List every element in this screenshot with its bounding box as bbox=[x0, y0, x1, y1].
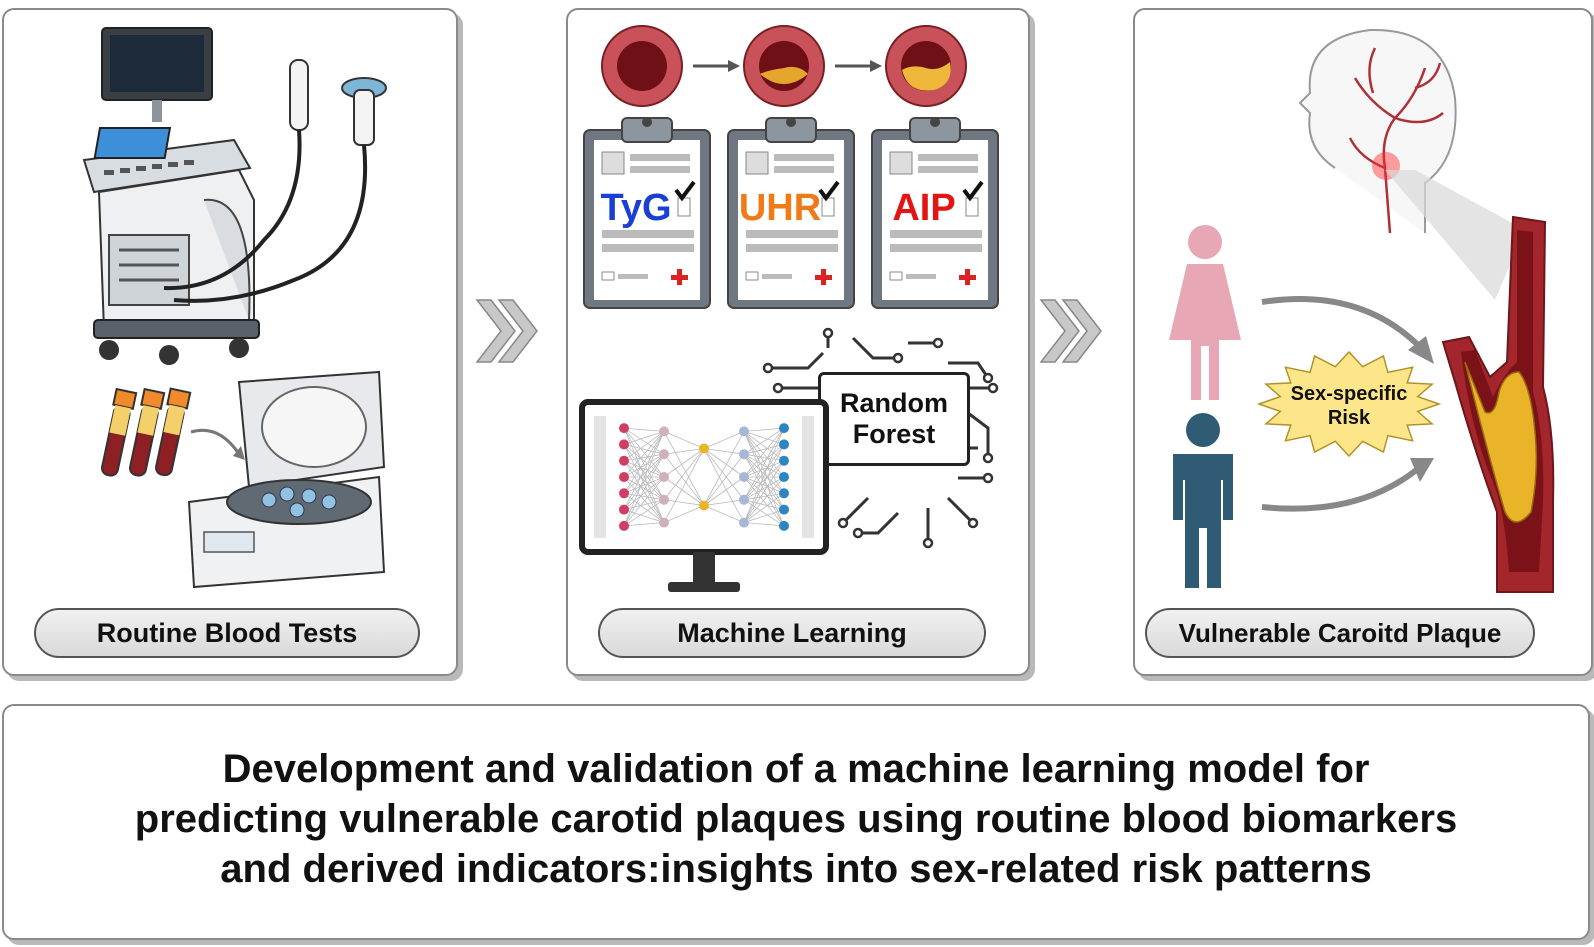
clipboard-tyg: TyG bbox=[583, 117, 711, 309]
arrow-icon bbox=[1261, 458, 1434, 512]
panel-routine-blood-tests: Routine Blood Tests bbox=[2, 8, 458, 676]
nn-node bbox=[659, 517, 669, 528]
nn-node bbox=[779, 423, 789, 434]
title-line2: predicting vulnerable carotid plaques us… bbox=[134, 797, 1458, 841]
burst-line1: Sex-specific bbox=[1290, 383, 1408, 405]
nn-node bbox=[619, 520, 629, 531]
nn-node bbox=[779, 439, 789, 450]
nn-node bbox=[779, 520, 789, 531]
sex-specific-risk-label: Sex-specific Risk bbox=[1257, 382, 1441, 430]
random-forest-box: Random Forest bbox=[818, 372, 970, 466]
chevron-right-icon bbox=[475, 299, 538, 363]
zoom-cone bbox=[1385, 170, 1525, 300]
routine-blood-tests-label: Routine Blood Tests bbox=[34, 608, 420, 658]
biomarker-uhr: UHR bbox=[739, 187, 821, 229]
burst-badge bbox=[1256, 350, 1442, 458]
biomarker-tyg: TyG bbox=[600, 187, 671, 229]
nn-node bbox=[619, 488, 629, 499]
nn-node bbox=[619, 472, 629, 482]
nn-node bbox=[779, 488, 789, 499]
vulnerable-plaque-label: Vulnerable Caroitd Plaque bbox=[1145, 608, 1535, 658]
centrifuge-icon bbox=[187, 370, 386, 589]
nn-node bbox=[659, 449, 669, 460]
nn-node bbox=[739, 494, 749, 505]
nn-node bbox=[779, 504, 789, 515]
arrow-icon bbox=[1261, 296, 1434, 364]
nn-node bbox=[619, 439, 629, 450]
nn-node bbox=[619, 455, 629, 466]
male-figure-icon bbox=[1173, 413, 1233, 588]
nn-node bbox=[619, 504, 629, 515]
burst-line2: Risk bbox=[1327, 407, 1371, 429]
machine-learning-label: Machine Learning bbox=[598, 608, 986, 658]
nn-node bbox=[779, 455, 789, 466]
random-forest-line1: Random bbox=[840, 388, 948, 418]
nn-node bbox=[659, 494, 669, 505]
nn-node bbox=[699, 443, 709, 454]
arrow-icon bbox=[190, 428, 245, 460]
nn-node bbox=[739, 426, 749, 437]
blood-tube-icon bbox=[100, 387, 192, 477]
artery-cross-section-icon bbox=[601, 25, 967, 107]
title-line3: and derived indicators:insights into sex… bbox=[220, 847, 1372, 891]
clipboard-uhr: UHR bbox=[727, 117, 855, 309]
carotid-plaque-icon bbox=[1441, 215, 1555, 593]
study-title: Development and validation of a machine … bbox=[4, 744, 1588, 894]
nn-node bbox=[739, 472, 749, 482]
nn-node bbox=[619, 423, 629, 434]
neural-network-monitor-icon bbox=[579, 399, 829, 592]
nn-node bbox=[739, 517, 749, 528]
nn-node bbox=[659, 426, 669, 437]
ultrasound-machine-icon bbox=[82, 27, 387, 365]
nn-node bbox=[699, 500, 709, 511]
nn-node bbox=[739, 449, 749, 460]
nn-node bbox=[659, 472, 669, 482]
title-line1: Development and validation of a machine … bbox=[222, 747, 1370, 791]
panel-vulnerable-plaque: Sex-specific Risk Vulnerable Caroitd Pla… bbox=[1133, 8, 1593, 676]
clipboard-aip: AIP bbox=[871, 117, 999, 309]
random-forest-line2: Forest bbox=[852, 419, 936, 449]
female-figure-icon bbox=[1169, 225, 1241, 400]
title-panel: Development and validation of a machine … bbox=[2, 704, 1590, 940]
nn-node bbox=[779, 472, 789, 482]
chevron-right-icon bbox=[1039, 299, 1102, 363]
biomarker-aip: AIP bbox=[892, 187, 955, 229]
